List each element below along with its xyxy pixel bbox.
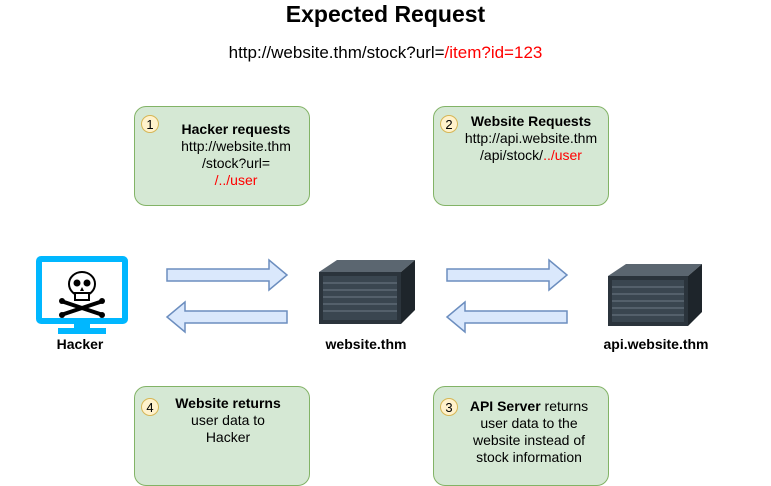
website-server-icon (319, 260, 415, 324)
step-1-line3: /../user (214, 172, 258, 188)
step-4-line2: Hacker (205, 429, 251, 445)
expected-url: http://website.thm/stock?url=/item?id=12… (0, 42, 771, 64)
hacker-label: Hacker (56, 336, 104, 352)
step-2-badge: 2 (440, 115, 458, 133)
step-2-line1: http://api.website.thm (464, 130, 598, 146)
step-2-heading: Website Requests (470, 113, 592, 129)
arrow-website-to-api (446, 258, 569, 292)
api-label: api.website.thm (603, 336, 709, 352)
step-2-box: 2 Website Requests http://api.website.th… (433, 106, 609, 206)
expected-url-base: http://website.thm/stock?url= (228, 43, 445, 62)
step-3-box: 3 API Server returns user data to the we… (433, 386, 609, 486)
step-4-heading: Website returns (175, 395, 281, 411)
diagram-title: Expected Request (285, 1, 486, 27)
step-3-heading-rest: returns (540, 398, 589, 414)
step-3-heading: API Server (469, 398, 541, 414)
step-2-line2-plain: /api/stock/ (480, 147, 544, 163)
hacker-computer-icon (36, 256, 128, 334)
step-1-text: Hacker requests http://website.thm /stoc… (163, 121, 309, 189)
step-4-text: Website returns user data to Hacker (163, 395, 293, 446)
step-3-text: API Server returns user data to the webs… (462, 398, 596, 466)
step-1-line2: /stock?url= (201, 155, 271, 171)
step-2-line2-red: ../user (543, 147, 582, 163)
step-3-badge: 3 (440, 398, 458, 416)
arrow-api-to-website (445, 300, 568, 334)
step-1-badge: 1 (141, 115, 159, 133)
step-3-line1: user data to the (480, 415, 578, 431)
arrow-website-to-hacker (165, 300, 288, 334)
step-4-badge: 4 (141, 398, 159, 416)
arrow-hacker-to-website (166, 258, 289, 292)
step-3-line2: website instead of (472, 432, 586, 448)
step-1-box: 1 Hacker requests http://website.thm /st… (134, 106, 310, 206)
step-2-text: Website Requests http://api.website.thm … (456, 113, 606, 164)
step-1-heading: Hacker requests (181, 121, 291, 137)
step-1-line1: http://website.thm (181, 138, 291, 154)
website-label: website.thm (325, 336, 407, 352)
skull-icon (59, 271, 105, 318)
api-server-icon (608, 264, 702, 326)
step-3-line3: stock information (476, 449, 582, 465)
step-4-line1: user data to (191, 412, 265, 428)
expected-url-param: /item?id=123 (444, 43, 543, 62)
step-4-box: 4 Website returns user data to Hacker (134, 386, 310, 486)
step-2-line2: /api/stock/../user (456, 147, 606, 164)
